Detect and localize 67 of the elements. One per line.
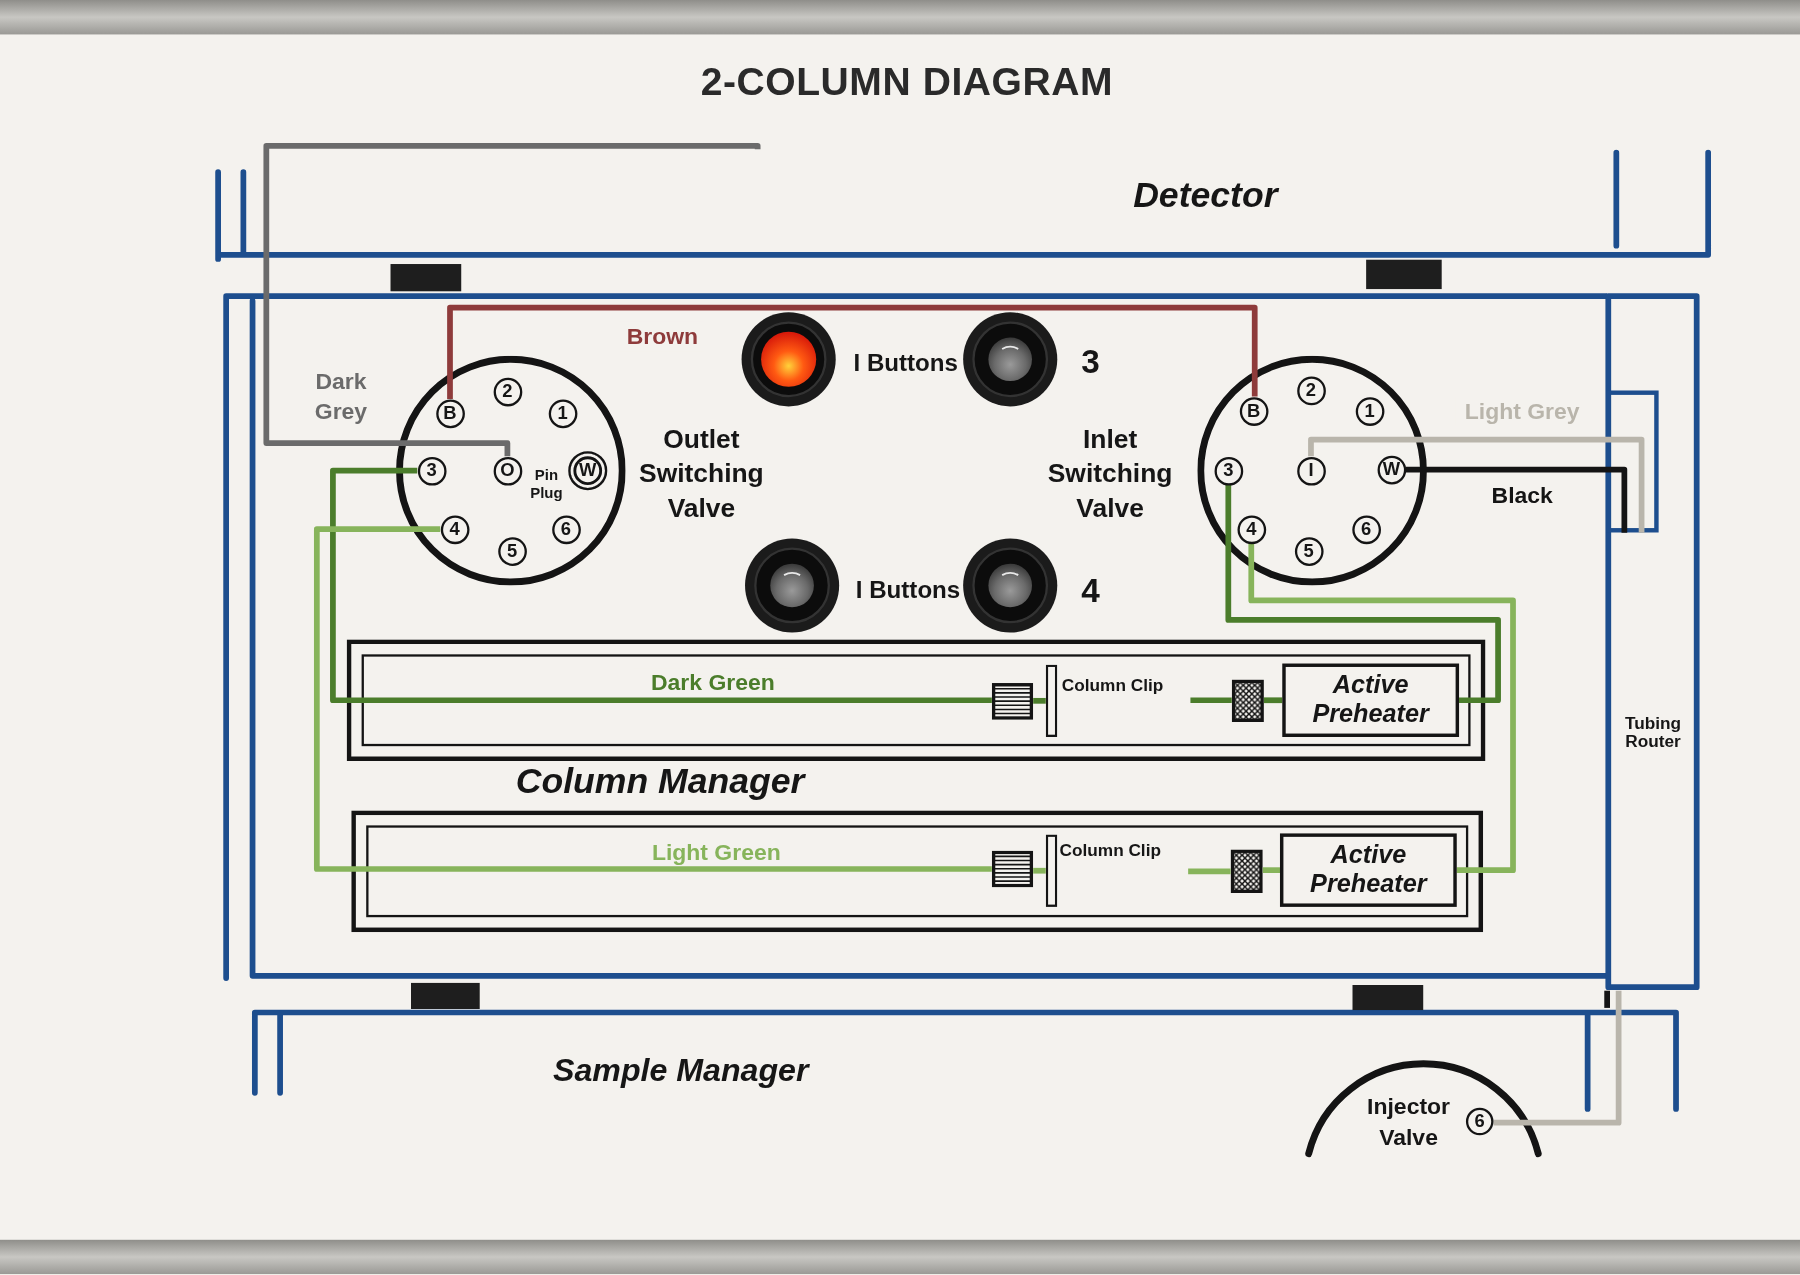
valve-name: Injector Valve [1366,1091,1451,1152]
valve-name: Outlet Switching Valve [638,422,765,525]
column-slot [346,639,1486,762]
tubing-line [447,304,1258,399]
router-name: Tubing Router [1624,711,1683,753]
port-label: Pin Plug [529,465,564,504]
tubing-line [1493,990,1622,1126]
valve-port: W [1377,455,1406,484]
clip-bar [1045,664,1058,737]
column-slot [351,810,1484,933]
tubing-line [1604,990,1610,1008]
preheater-box: Active Preheater [1282,663,1460,737]
valve-name: Inlet Switching Valve [1046,422,1174,525]
valve-port: 6 [1465,1107,1494,1136]
valve-port: 3 [1213,456,1243,485]
valve-port: 4 [440,514,469,544]
tubing-line [1033,867,1046,874]
hatched-block [1230,849,1263,894]
tubing-line [1188,868,1231,875]
button-label: I Buttons [854,575,962,605]
router-frame [1604,292,1702,991]
valve-port: B [435,398,465,428]
tubing-line [1248,543,1516,873]
tubing-line [313,526,992,872]
valve-port: 5 [1294,536,1323,566]
valve-port: B [1239,396,1268,426]
module-frame [213,149,1713,262]
mounting-block [1352,984,1424,1011]
diagram-title: 2-COLUMN DIAGRAM [699,58,1115,105]
tubing-line [1225,485,1501,704]
tubing-line [1262,867,1280,873]
preheater-box: Active Preheater [1279,833,1457,907]
clip-label: Column Clip [1061,673,1165,696]
valve-port: O [493,456,522,485]
valve-port: 2 [493,377,522,406]
striped-block [991,850,1034,888]
valve-port: 6 [1351,514,1381,544]
tubing-line [1405,466,1628,533]
module-name: Detector [1132,173,1280,217]
module-frame [220,292,1608,982]
tubing-line [330,467,992,704]
mounting-block [390,264,462,292]
hatched-block [1231,679,1264,723]
tubing-line [1263,697,1283,704]
tubing-line [263,142,761,457]
valve-port: 1 [1355,396,1384,426]
module-name: Sample Manager [552,1051,811,1091]
button-number: 4 [1080,570,1101,610]
mounting-block [410,982,480,1010]
button-label: I Buttons [852,348,959,378]
tubing-line [1033,697,1046,704]
valve-port: 5 [497,536,527,566]
clip-label: Column Clip [1059,838,1162,862]
button-number: 3 [1080,342,1101,382]
mounting-block [1366,259,1442,290]
clip-bar [1045,834,1058,907]
tubing-line [1190,697,1232,704]
valve-port: 2 [1296,375,1326,405]
module-name: Column Manager [514,760,807,804]
valve-port: 3 [417,456,446,485]
valve-port: 6 [551,514,581,544]
striped-block [991,683,1034,720]
valve-port: 1 [548,398,577,428]
valve-port: 4 [1236,514,1266,544]
valve-port: W [568,451,608,491]
tubing-line [1308,436,1645,533]
valve-port: I [1296,456,1326,485]
